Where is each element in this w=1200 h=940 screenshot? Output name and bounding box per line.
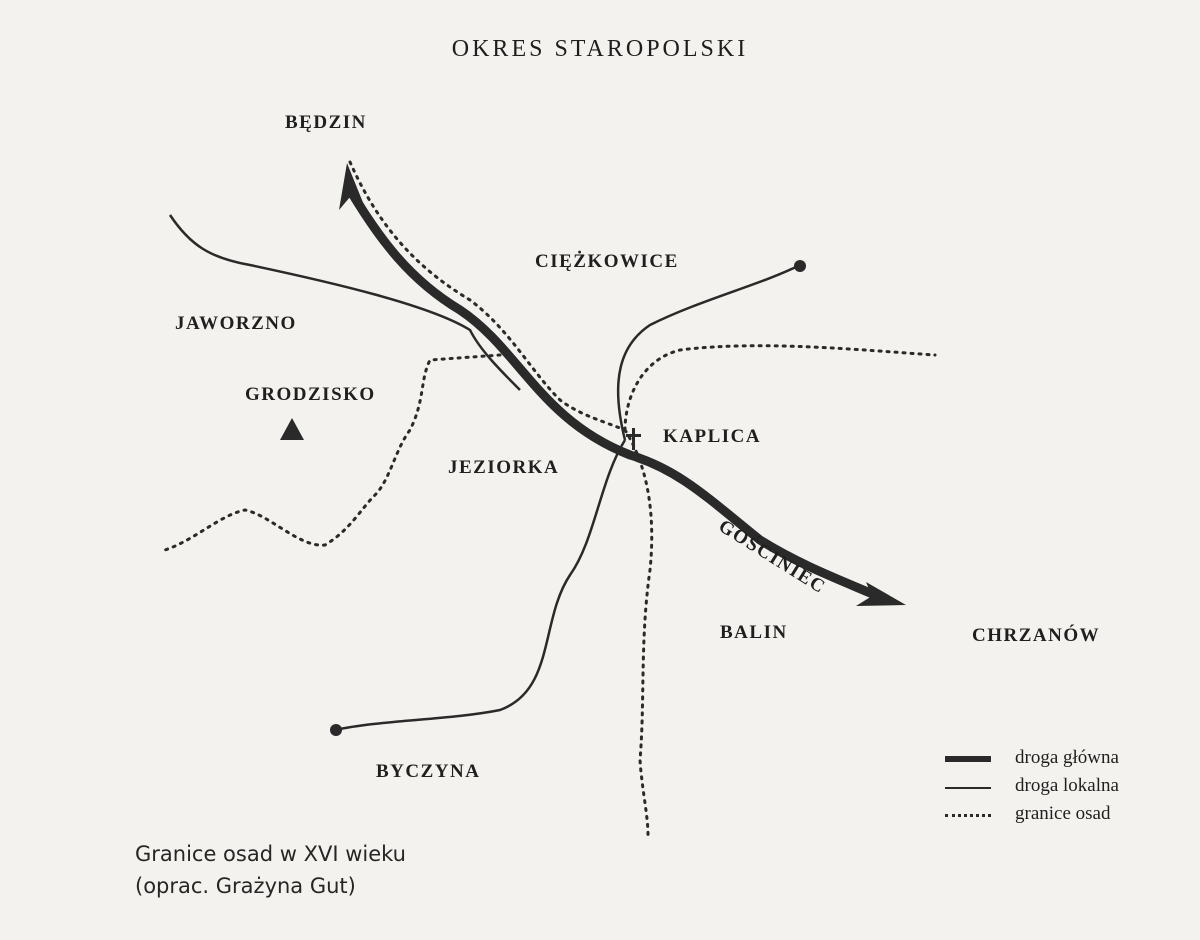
page-title: OKRES STAROPOLSKI <box>451 36 749 62</box>
place-label-ciezkowice: CIĘŻKOWICE <box>535 251 679 272</box>
place-label-balin: BALIN <box>720 622 788 643</box>
map-legend: droga główna droga lokalna granice osad <box>945 745 1165 829</box>
local-road-jaworzno <box>168 214 521 391</box>
place-label-bedzin: BĘDZIN <box>285 112 367 133</box>
arrowhead-chrzanow-icon <box>856 582 906 606</box>
legend-item-main-road: droga główna <box>945 745 1165 773</box>
chapel-cross-icon <box>626 428 641 450</box>
figure-caption: Granice osad w XVI wieku (oprac. Grażyna… <box>135 838 406 902</box>
main-road-gosciniec <box>345 185 880 600</box>
road-end-dot-icon <box>794 260 806 272</box>
legend-label: droga główna <box>1015 747 1119 768</box>
local-road-ciezkowice <box>616 263 801 441</box>
place-label-jeziorka: JEZIORKA <box>448 457 560 478</box>
border-ciezkowice-south <box>623 344 937 432</box>
road-end-dot-icon <box>330 724 342 736</box>
legend-label: granice osad <box>1015 803 1111 824</box>
legend-item-settlement-border: granice osad <box>945 801 1165 829</box>
border-balin-west <box>623 428 654 837</box>
caption-line: Granice osad w XVI wieku <box>135 842 406 866</box>
local-road-byczyna <box>334 439 627 732</box>
place-label-chrzanow: CHRZANÓW <box>972 625 1101 646</box>
hill-triangle-icon <box>280 418 304 440</box>
border-bedzin-kaplica <box>348 160 627 432</box>
border-jeziorka-west <box>163 353 502 552</box>
main-road-swatch-icon <box>945 756 991 762</box>
place-label-kaplica: KAPLICA <box>663 426 762 447</box>
place-label-jaworzno: JAWORZNO <box>175 313 297 334</box>
place-label-grodzisko: GRODZISKO <box>245 384 376 405</box>
place-label-byczyna: BYCZYNA <box>376 761 481 782</box>
legend-label: droga lokalna <box>1015 775 1119 796</box>
caption-line: (oprac. Grażyna Gut) <box>135 874 356 898</box>
arrowhead-bedzin-icon <box>339 163 364 210</box>
legend-item-local-road: droga lokalna <box>945 773 1165 801</box>
border-swatch-icon <box>945 814 991 817</box>
local-road-swatch-icon <box>945 787 991 789</box>
